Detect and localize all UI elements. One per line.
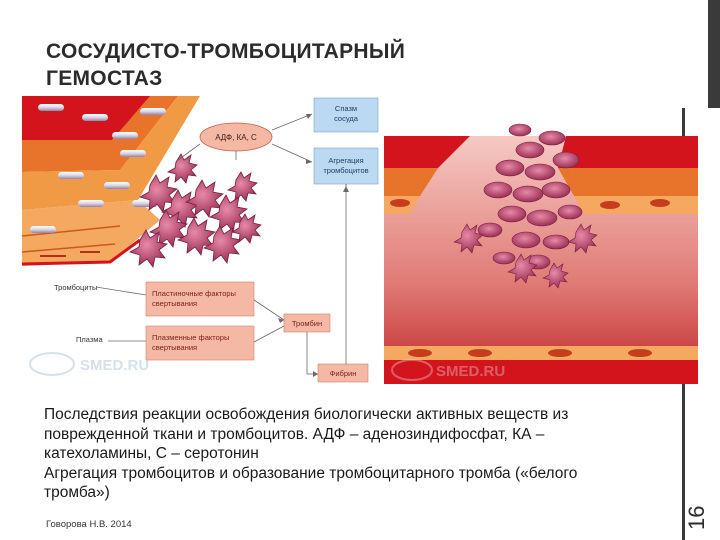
granules <box>30 104 166 233</box>
watermark-right: SMED.RU <box>391 359 505 381</box>
caption-line-2: поврежденной ткани и тромбоцитов. АДФ – … <box>44 425 545 443</box>
title-line-2: ГЕМОСТАЗ <box>46 67 163 90</box>
plasma-factors-label-2: свертывания <box>152 343 197 352</box>
aggregation-box <box>313 147 379 185</box>
thrombin-label: Тромбин <box>292 319 322 328</box>
aggregation-label-2: тромбоцитов <box>323 166 368 175</box>
platelet-cluster <box>128 153 262 268</box>
caption: Последствия реакции освобождения биологи… <box>44 405 674 503</box>
plasma-factors-label-1: Плазменные факторы <box>152 333 229 342</box>
title-line-1: СОСУДИСТО-ТРОМБОЦИТАРНЫЙ <box>46 40 406 63</box>
watermark-left: SMED.RU <box>29 352 149 376</box>
plasma-factors-box <box>145 325 255 361</box>
platelet-factors-label-1: Пластиночные факторы <box>152 289 236 298</box>
slide-title: СОСУДИСТО-ТРОМБОЦИТАРНЫЙ ГЕМОСТАЗ <box>46 38 606 92</box>
plasma-label: Плазма <box>76 335 103 344</box>
endothelial-nuclei-top <box>390 199 670 209</box>
caption-line-4: Агрегация тромбоцитов и образование тром… <box>44 464 578 482</box>
aggregation-label-1: Агрегация <box>328 156 363 165</box>
tissue-layer <box>22 96 178 172</box>
fibrin-label: Фибрин <box>330 369 357 378</box>
platelets-label: Тромбоциты <box>54 283 97 292</box>
left-vessel-illustration: АДФ, КА, С Спазм сосуда Агрегация тромбо… <box>21 96 382 383</box>
top-accent-bar <box>708 0 720 108</box>
author-credit: Говорова Н.В. 2014 <box>46 519 132 530</box>
hemostasis-diagram: АДФ, КА, С Спазм сосуда Агрегация тромбо… <box>21 96 698 384</box>
caption-line-1: Последствия реакции освобождения биологи… <box>44 406 569 423</box>
platelet-factors-label-2: свертывания <box>152 299 197 308</box>
white-thrombus-label: Белый тромб <box>520 117 566 126</box>
caption-line-3: катехоламины, С – серотонин <box>44 445 259 462</box>
arrow-heads <box>278 114 349 377</box>
caption-line-5: тромба») <box>44 484 110 501</box>
svg-text:SMED.RU: SMED.RU <box>80 357 149 374</box>
right-vessel-illustration: Белый тромб SMED.RU <box>384 117 698 384</box>
fibrin-box <box>317 363 369 383</box>
spasm-box <box>313 97 379 133</box>
spasm-label-2: сосуда <box>334 114 359 123</box>
platelet-factors-box <box>145 281 255 317</box>
adp-label: АДФ, КА, С <box>215 133 257 142</box>
slide-number: 16 <box>684 505 709 530</box>
endothelial-nuclei-bottom <box>408 349 652 357</box>
white-thrombus <box>453 123 598 289</box>
spasm-label-1: Спазм <box>335 104 357 113</box>
svg-text:SMED.RU: SMED.RU <box>436 363 505 380</box>
